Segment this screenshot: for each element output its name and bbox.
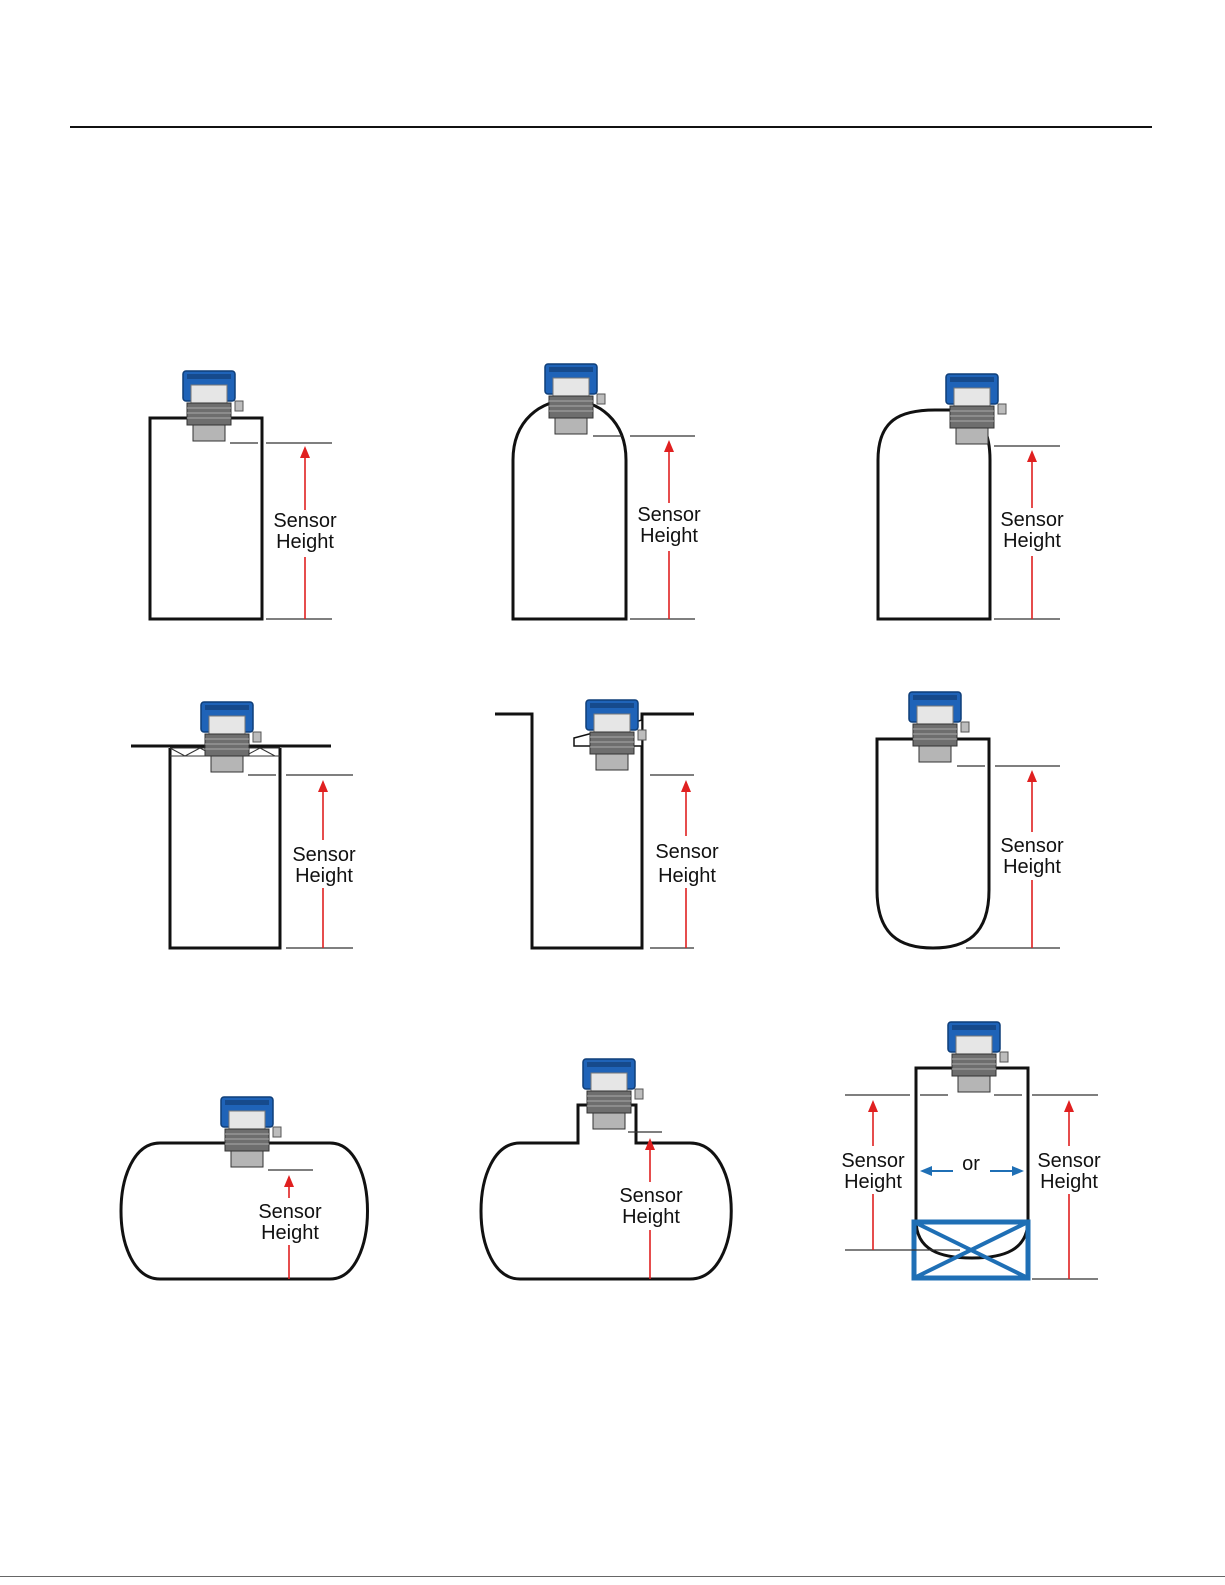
tank-outline — [481, 1105, 731, 1279]
panel-domed-top-tank: Sensor Height — [513, 364, 701, 619]
sensor-icon — [201, 702, 261, 772]
arrow-icon — [868, 1100, 878, 1112]
panel-rounded-bottom-tank: Sensor Height — [877, 692, 1064, 948]
sensor-height-label-line2: Height — [658, 865, 716, 887]
arrow-icon — [1064, 1100, 1074, 1112]
sensor-height-label-line2: Height — [622, 1206, 680, 1228]
sensor-height-label-line1: Sensor — [1000, 835, 1064, 857]
panel-rounded-corner-tank: Sensor Height — [878, 374, 1064, 619]
tank-outline — [877, 739, 989, 948]
tank-outline — [150, 418, 262, 619]
sensor-icon — [183, 371, 243, 441]
arrow-icon — [1027, 770, 1037, 782]
sensor-height-label-line1: Sensor — [292, 844, 356, 866]
sensor-icon — [221, 1097, 281, 1167]
sensor-height-label-line2: Height — [844, 1171, 902, 1193]
sensor-icon — [946, 374, 1006, 444]
arrow-icon — [1027, 450, 1037, 462]
panel-tank-on-stand: Sensor Height Sensor Height or — [841, 1022, 1101, 1279]
sensor-height-label-line2: Height — [261, 1222, 319, 1244]
sensor-height-label-line1: Sensor — [619, 1185, 683, 1207]
arrow-icon — [300, 446, 310, 458]
sensor-height-label-line1: Sensor — [841, 1150, 905, 1172]
sensor-height-label-line1: Sensor — [273, 510, 337, 532]
arrow-right-icon — [1012, 1166, 1024, 1176]
sensor-height-label-line1: Sensor — [655, 841, 719, 863]
arrow-icon — [318, 780, 328, 792]
sensor-height-label-line2: Height — [1040, 1171, 1098, 1193]
sensor-height-label-line1: Sensor — [1000, 509, 1064, 531]
panel-pit-with-standpipe: Sensor Height — [131, 702, 356, 948]
sensor-height-label-line1: Sensor — [258, 1201, 322, 1223]
sensor-icon — [948, 1022, 1008, 1092]
or-label: or — [962, 1153, 980, 1175]
sensor-height-label-line2: Height — [1003, 856, 1061, 878]
arrow-icon — [284, 1175, 294, 1187]
panel-horizontal-tank: Sensor Height — [121, 1097, 368, 1279]
sensor-height-label-line2: Height — [295, 865, 353, 887]
arrow-icon — [664, 440, 674, 452]
tank-outline — [170, 748, 280, 948]
sensor-icon — [545, 364, 605, 434]
sensor-icon — [583, 1059, 643, 1129]
sensor-height-label-line2: Height — [1003, 530, 1061, 552]
panel-flat-top-tank: Sensor Height — [150, 371, 337, 619]
arrow-icon — [681, 780, 691, 792]
sensor-icon — [909, 692, 969, 762]
sensor-height-label-line2: Height — [640, 525, 698, 547]
sensor-height-label-line1: Sensor — [637, 504, 701, 526]
sensor-height-label-line2: Height — [276, 531, 334, 553]
panel-horizontal-tank-with-riser: Sensor Height — [481, 1059, 731, 1279]
sensor-height-label-line1: Sensor — [1037, 1150, 1101, 1172]
arrow-left-icon — [920, 1166, 932, 1176]
panel-pit-with-angled-bracket: Sensor Height — [495, 700, 719, 948]
